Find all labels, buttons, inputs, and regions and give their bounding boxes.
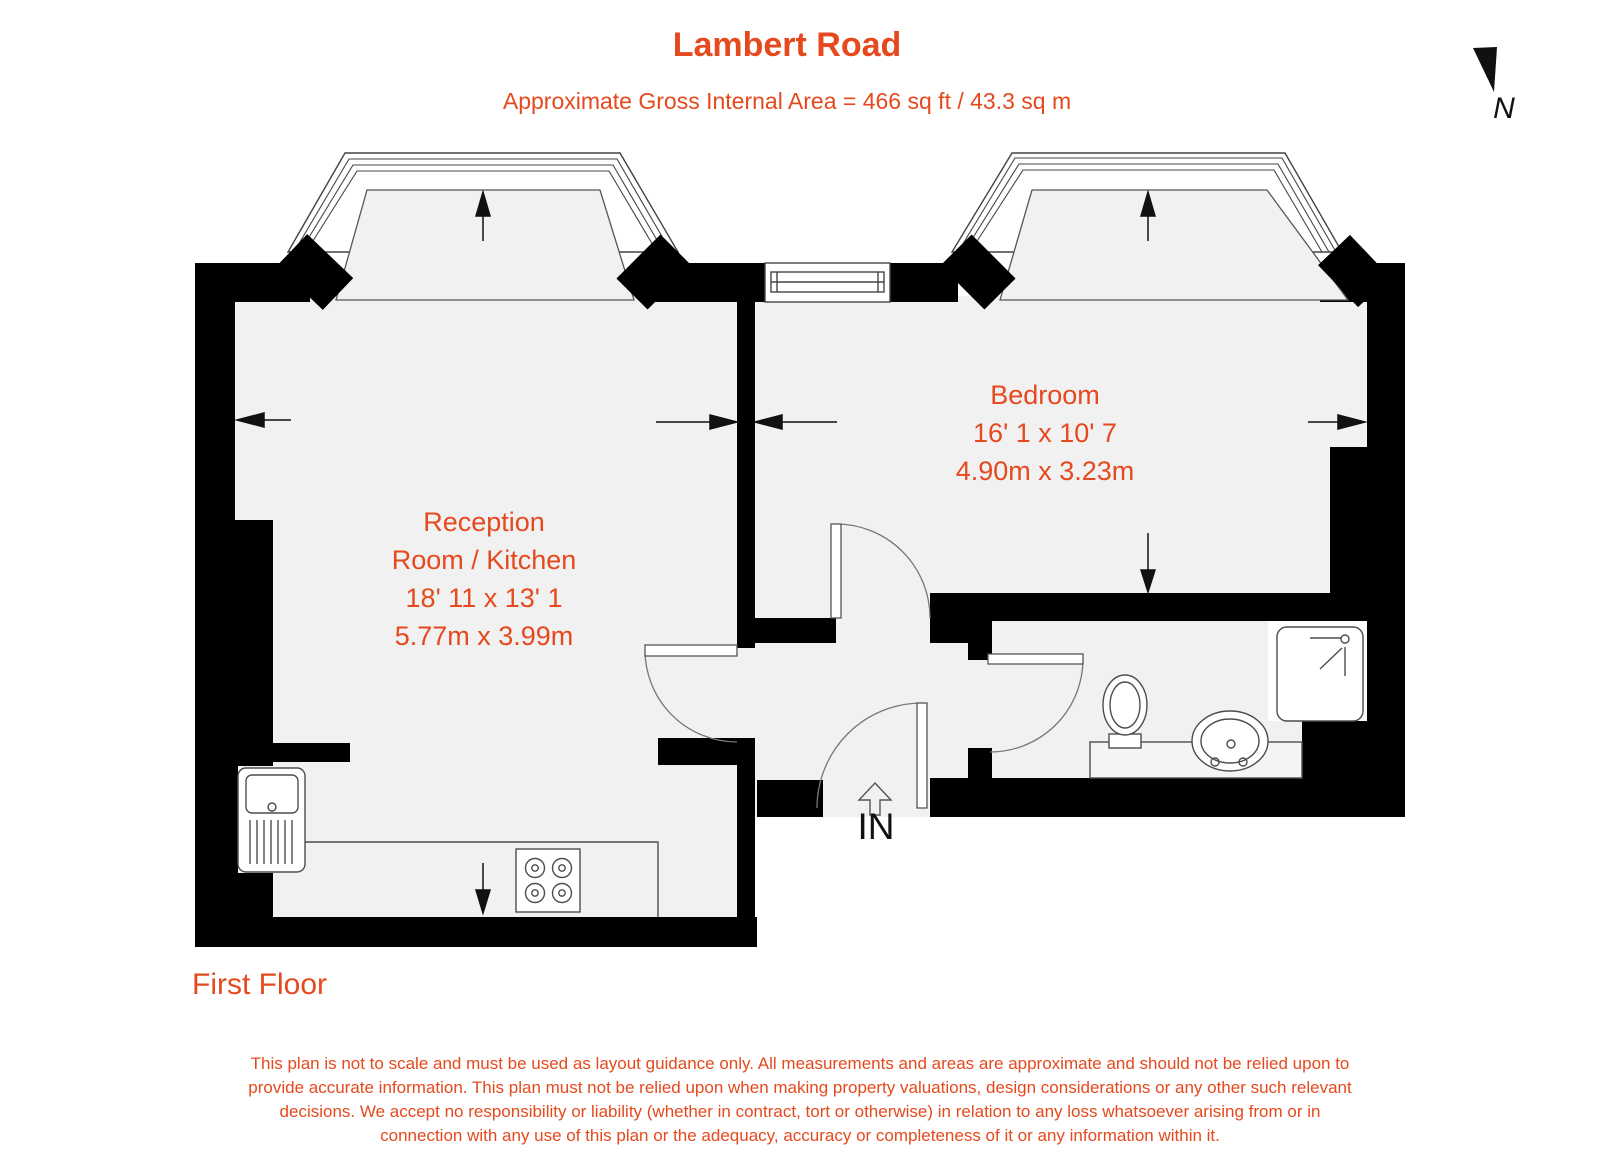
bay-jambs [276, 234, 1390, 310]
windows [286, 152, 1350, 303]
reception-door-arc [644, 649, 738, 743]
bedroom-room-label: Bedroom 16' 1 x 10' 7 4.90m x 3.23m [845, 376, 1245, 490]
reception-room-label: Reception Room / Kitchen 18' 11 x 13' 1 … [284, 503, 684, 655]
disclaimer-line-4: connection with any use of this plan or … [380, 1126, 1220, 1145]
entrance-label: IN [857, 806, 895, 847]
disclaimer-line-2: provide accurate information. This plan … [248, 1078, 1352, 1097]
arrow-down-bedroom [1139, 569, 1157, 595]
reception-floor [235, 296, 737, 917]
disclaimer-text: This plan is not to scale and must be us… [230, 1052, 1370, 1148]
walls [195, 263, 1405, 947]
disclaimer-line-3: decisions. We accept no responsibility o… [279, 1102, 1321, 1121]
bedroom-door-arc [835, 523, 931, 619]
north-label: N [1493, 92, 1515, 125]
reception-dims-metric: 5.77m x 3.99m [394, 621, 574, 651]
dimension-arrows [234, 189, 1368, 916]
entry-door-leaf [916, 702, 928, 809]
arrow-up-reception [475, 189, 491, 217]
reception-door-leaf [644, 644, 738, 657]
bedroom-name: Bedroom [990, 380, 1100, 410]
doors [644, 523, 1084, 809]
floors [235, 296, 1367, 917]
arrow-up-bedroom [1140, 189, 1156, 217]
kitchen-fixtures [237, 767, 659, 917]
arrow-left-reception [234, 412, 265, 428]
disclaimer-line-1: This plan is not to scale and must be us… [250, 1054, 1350, 1073]
kitchen-counter [305, 841, 659, 917]
north-arrow-icon [1473, 47, 1497, 92]
front-middle-window [764, 262, 891, 303]
floor-level-label: First Floor [192, 968, 327, 1001]
toilet-symbol [1102, 674, 1148, 749]
reception-name-line1: Reception [423, 507, 545, 537]
bathroom-door-leaf [987, 653, 1084, 665]
entry-door-arc [816, 702, 923, 809]
page-title: Lambert Road [672, 26, 902, 64]
shower-symbol [1276, 626, 1364, 722]
area-subtitle: Approximate Gross Internal Area = 466 sq… [502, 88, 1072, 114]
arrow-left-bedroom [752, 414, 783, 430]
reception-name-line2: Room / Kitchen [391, 545, 577, 575]
bedroom-dims-metric: 4.90m x 3.23m [955, 456, 1135, 486]
bedroom-dims-imperial: 16' 1 x 10' 7 [973, 418, 1117, 448]
bedroom-floor [755, 296, 1367, 621]
kitchen-sink-symbol [237, 767, 306, 873]
arrow-right-bedroom [1337, 414, 1368, 430]
arrow-right-reception [709, 414, 740, 430]
basin-symbol [1191, 710, 1269, 772]
bathroom-fixtures [1089, 621, 1367, 779]
bedroom-door-leaf [830, 523, 842, 619]
reception-dims-imperial: 18' 11 x 13' 1 [405, 583, 563, 613]
bathroom-door-arc [989, 658, 1084, 753]
bathroom-threshold [968, 660, 992, 748]
arrow-down-kitchen [474, 889, 492, 916]
hob-symbol [515, 848, 581, 913]
entrance-arrow-icon [857, 781, 893, 816]
